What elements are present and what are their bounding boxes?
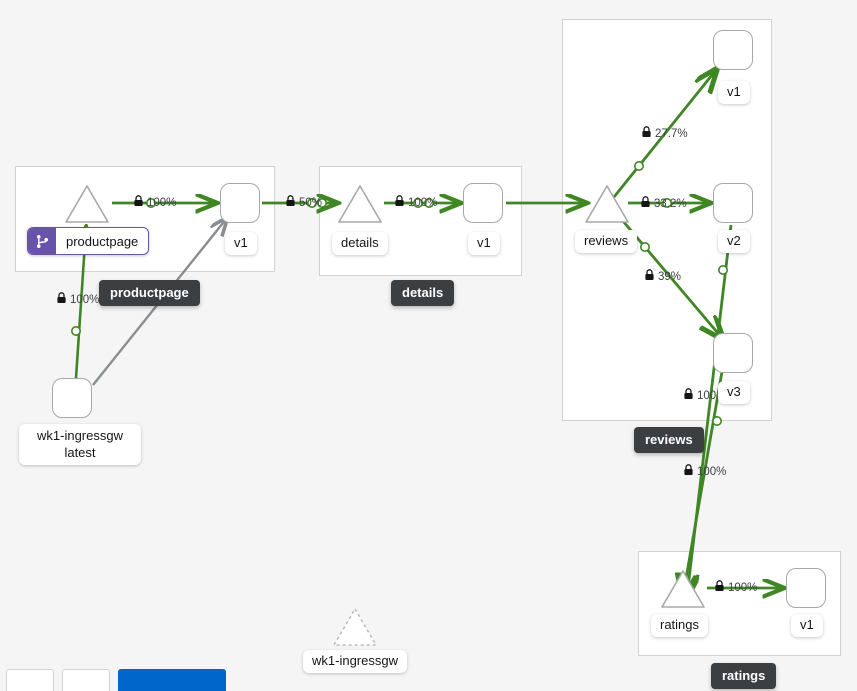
workload-shape[interactable] xyxy=(713,30,753,70)
edge-label-text: 100% xyxy=(728,581,758,594)
node-caption-reviews-v2: v2 xyxy=(718,230,750,253)
mtls-lock-icon xyxy=(133,195,144,210)
edge-label-reviews-to-v1: 27.7% xyxy=(641,126,688,141)
node-caption-wk1-ingressgw-workload: wk1-ingressgw latest xyxy=(19,424,141,465)
service-triangle-idle-icon[interactable] xyxy=(331,606,379,648)
edge-label-text: 100% xyxy=(408,196,438,209)
node-caption-details-v1: v1 xyxy=(468,232,500,255)
edge-label-ratings-to-v1: 100% xyxy=(714,580,757,595)
virtualservice-badge-productpage[interactable]: productpage xyxy=(27,227,150,255)
mtls-lock-icon xyxy=(285,195,296,210)
node-reviews-service[interactable] xyxy=(583,183,631,225)
edge-label-text: 33.2% xyxy=(654,197,687,210)
edge-label-details-to-v1: 100% xyxy=(394,195,437,210)
zoom-control-chip[interactable] xyxy=(6,669,54,691)
edge-label-text: 100% xyxy=(70,293,100,306)
mtls-lock-icon xyxy=(641,126,652,141)
node-wk1-ingressgw-service-idle[interactable] xyxy=(331,606,379,648)
group-label-ratings: ratings xyxy=(711,663,777,689)
edge-label-text: 27.7% xyxy=(655,127,688,140)
node-reviews-v3[interactable] xyxy=(713,333,753,373)
edge-label-text: 50% xyxy=(299,196,323,209)
mtls-lock-icon xyxy=(640,196,651,211)
bottom-toolbar[interactable] xyxy=(0,669,857,691)
workload-shape[interactable] xyxy=(220,183,260,223)
edge-label-reviews-v2-to-ratings: 100% xyxy=(683,464,726,479)
edge-label-text: 100% xyxy=(147,196,177,209)
primary-action-button[interactable] xyxy=(118,669,226,691)
mtls-lock-icon xyxy=(683,464,694,479)
group-label-reviews: reviews xyxy=(634,427,704,453)
edge-label-text: 100% xyxy=(697,465,727,478)
group-label-productpage: productpage xyxy=(99,280,200,306)
fit-view-chip[interactable] xyxy=(62,669,110,691)
node-productpage-v1[interactable] xyxy=(220,183,260,223)
node-caption-ratings-v1: v1 xyxy=(791,614,823,637)
service-triangle-icon[interactable] xyxy=(336,183,384,225)
edge-label-text: 100 xyxy=(697,389,717,402)
edge-label-productpage-to-v1: 100% xyxy=(133,195,176,210)
node-ratings-v1[interactable] xyxy=(786,568,826,608)
service-triangle-icon[interactable] xyxy=(583,183,631,225)
workload-shape[interactable] xyxy=(52,378,92,418)
workload-shape[interactable] xyxy=(713,333,753,373)
node-wk1-ingressgw-workload[interactable] xyxy=(52,378,92,418)
mtls-lock-icon xyxy=(56,292,67,307)
mtls-lock-icon xyxy=(644,269,655,284)
service-triangle-icon[interactable] xyxy=(659,568,707,610)
mtls-lock-icon xyxy=(714,580,725,595)
node-caption-wk1-ingressgw-idle: wk1-ingressgw xyxy=(303,650,407,673)
caption-line-1: wk1-ingressgw xyxy=(37,428,123,443)
edge-label-reviews-v3-to-ratings: 100 xyxy=(683,388,716,403)
node-caption-details-service: details xyxy=(332,232,388,255)
edge-label-text: 39% xyxy=(658,270,682,283)
node-ratings-service[interactable] xyxy=(659,568,707,610)
node-reviews-v1[interactable] xyxy=(713,30,753,70)
mtls-lock-icon xyxy=(394,195,405,210)
edge-label-ingressgw-to-productpage: 100% xyxy=(56,292,99,307)
workload-shape[interactable] xyxy=(786,568,826,608)
node-caption-reviews-service: reviews xyxy=(575,230,638,253)
mtls-lock-icon xyxy=(683,388,694,403)
edge-label-reviews-to-v2: 33.2% xyxy=(640,196,687,211)
node-caption-reviews-v1: v1 xyxy=(718,81,750,104)
edge-label-productpage-v1-to-details: 50% xyxy=(285,195,322,210)
edge-label-reviews-to-v3: 39% xyxy=(644,269,681,284)
node-caption-ratings-service: ratings xyxy=(651,614,709,637)
group-label-details: details xyxy=(391,280,455,306)
workload-shape[interactable] xyxy=(713,183,753,223)
node-caption-reviews-v3: v3 xyxy=(718,381,750,404)
node-caption-productpage-service: productpage xyxy=(66,233,139,249)
node-caption-productpage-v1: v1 xyxy=(225,232,257,255)
virtual-service-icon xyxy=(28,228,56,254)
service-triangle-icon[interactable] xyxy=(63,183,111,225)
node-productpage-service[interactable] xyxy=(63,183,111,225)
node-details-v1[interactable] xyxy=(463,183,503,223)
node-details-service[interactable] xyxy=(336,183,384,225)
workload-shape[interactable] xyxy=(463,183,503,223)
node-reviews-v2[interactable] xyxy=(713,183,753,223)
caption-line-2: latest xyxy=(64,445,96,460)
